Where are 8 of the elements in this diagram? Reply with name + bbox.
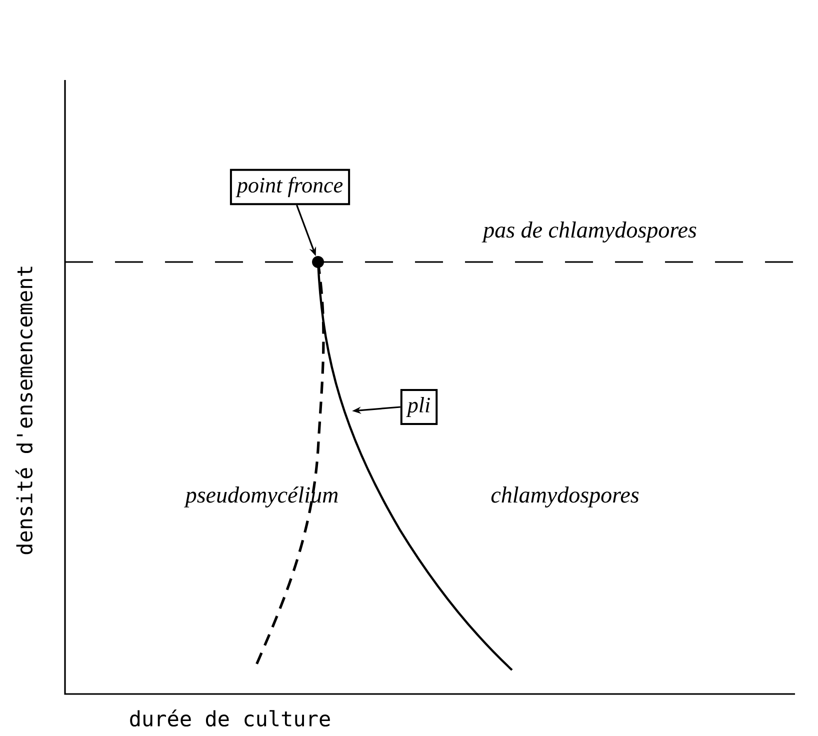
label-box: pli: [400, 389, 438, 425]
axis-label: densité d'ensemencement: [15, 266, 33, 554]
axis-label: durée de culture: [130, 709, 330, 727]
region-label: chlamydospores: [491, 486, 639, 508]
region-label: pseudomycélium: [184, 486, 338, 508]
point-dot: [312, 256, 324, 268]
label-box: point fronce: [230, 168, 350, 206]
region-label: pas de chlamydospores: [482, 222, 696, 242]
